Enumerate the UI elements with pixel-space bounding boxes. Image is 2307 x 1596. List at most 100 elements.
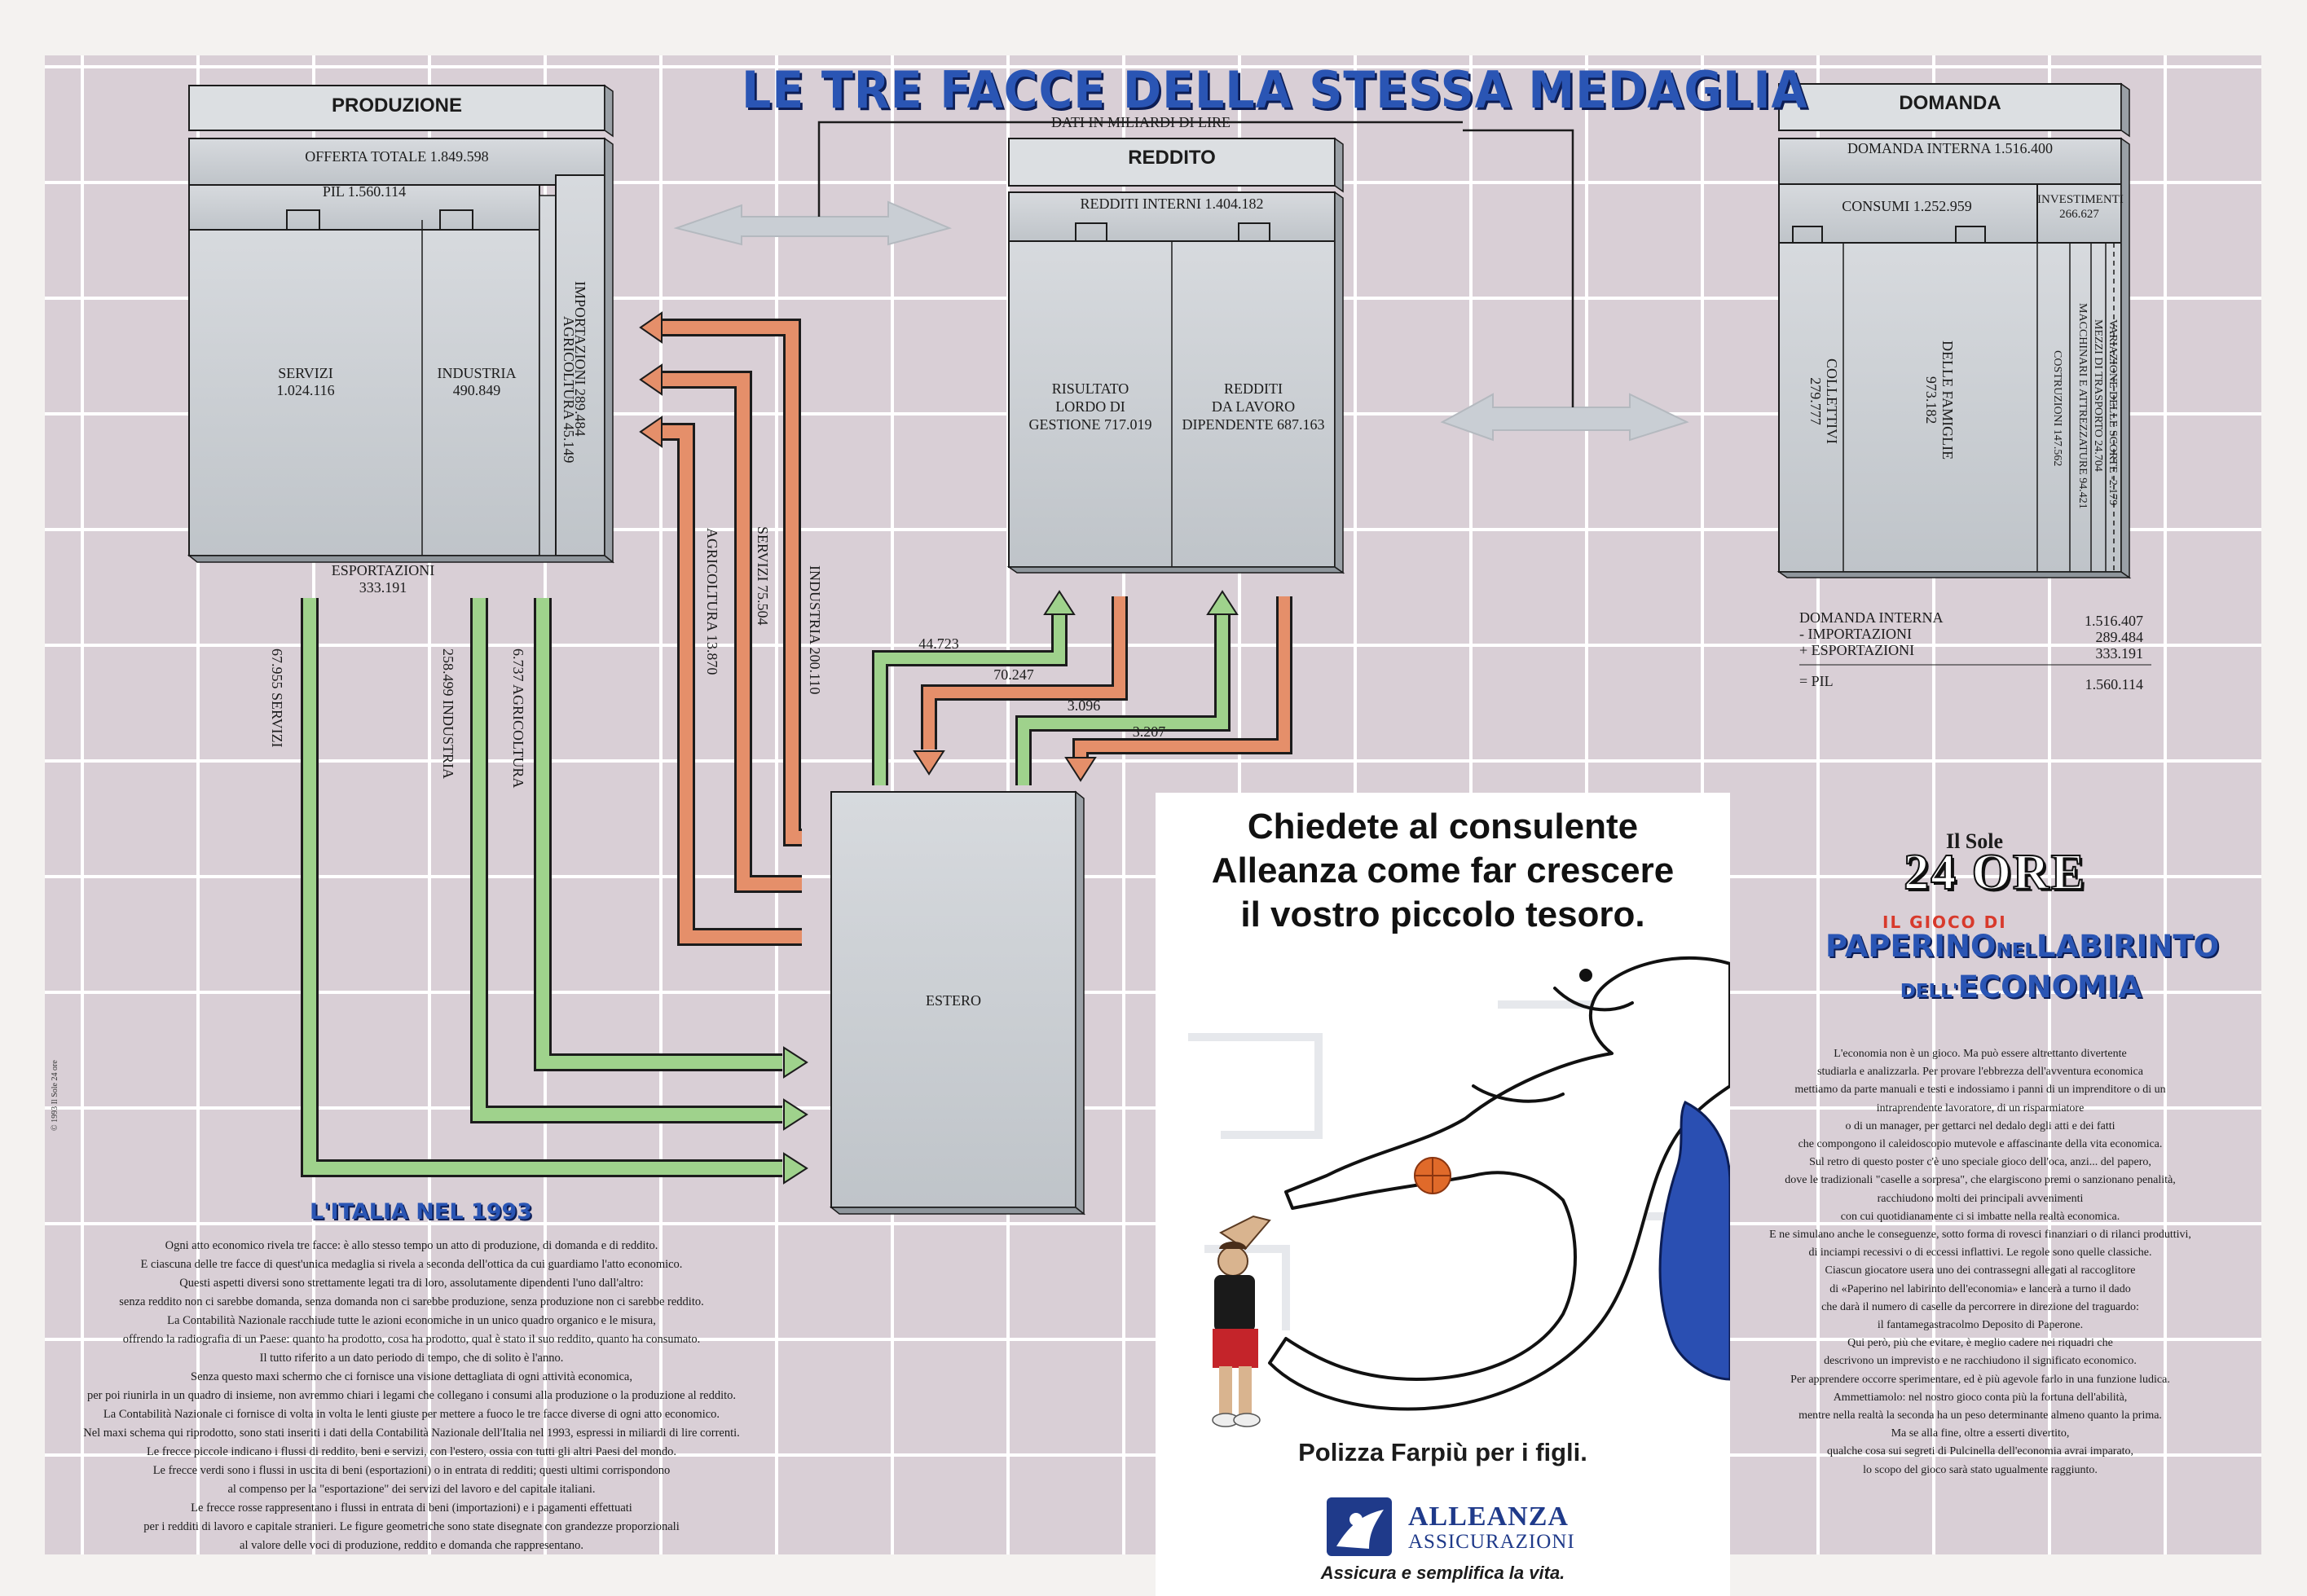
gioco-line: racchiudono molti dei principali avvenim… — [1877, 1192, 2084, 1205]
paperino-title: PAPERINONELLABIRINTO — [1825, 929, 2219, 964]
produzione-main — [188, 229, 540, 556]
domanda-block — [1776, 82, 2132, 579]
flow-3207-label: 3.207 — [1132, 723, 1166, 740]
dell-word: DELL' — [1900, 981, 1958, 1002]
industria-block: INDUSTRIA 490.849 — [407, 365, 546, 399]
blue-sleeve — [1658, 1100, 1730, 1381]
collettivi-label: COLLETTIVI — [1824, 358, 1840, 444]
consumi-label: CONSUMI 1.252.959 — [1842, 198, 1972, 214]
servizi-label: SERVIZI — [278, 365, 333, 381]
produzione-title-bar-side — [604, 84, 614, 138]
gioco-line: che darà il numero di caselle da percorr… — [1821, 1300, 2139, 1313]
basketball-icon — [1414, 1157, 1451, 1194]
produzione-bottom — [187, 555, 615, 563]
domanda-interna-label: DOMANDA INTERNA 1.516.400 — [1847, 140, 2053, 156]
gioco-line: Ciascun giocatore usera uno dei contrass… — [1825, 1264, 2136, 1277]
esportazioni-block: ESPORTAZIONI 333.191 — [293, 562, 473, 596]
domanda-title-bar — [1778, 83, 2122, 131]
produzione-title: PRODUZIONE — [331, 95, 462, 117]
reddito-title: REDDITO — [1128, 147, 1216, 169]
macchinari-label: MACCHINARI E ATTREZZATURE 94.421 — [2076, 303, 2089, 509]
estero-block — [829, 790, 1086, 1216]
redditi-lavoro-block: REDDITI DA LAVORO DIPENDENTE 687.163 — [1172, 380, 1335, 433]
summary-label-4: = PIL — [1799, 673, 1834, 689]
famiglie-label: DELLE FAMIGLIE — [1939, 341, 1956, 460]
gioco-line: di inciampi recessivi o di eccessi infla… — [1808, 1246, 2152, 1260]
ad-headline-line-2: Alleanza come far crescere — [1211, 851, 1675, 890]
gioco-line: Ma se alla fine, oltre a esserti diverti… — [1891, 1427, 2070, 1440]
esportazioni-value: 333.191 — [359, 579, 407, 596]
investimenti-label: INVESTIMENTI — [2037, 193, 2124, 206]
gioco-line: Ammettiamolo: nel nostro gioco conta più… — [1833, 1391, 2128, 1404]
importazioni-column — [555, 174, 605, 556]
collettivi-block: COLLETTIVI 279.777 — [1807, 358, 1840, 444]
italia-line: Questi aspetti diversi sono strettamente… — [179, 1277, 644, 1290]
import-industria-label: INDUSTRIA 200.110 — [807, 565, 823, 695]
gioco-di-label: IL GIOCO DI — [1882, 912, 2007, 932]
risultato-line-3: GESTIONE 717.019 — [1028, 416, 1152, 433]
risultato-line-1: RISULTATO — [1051, 380, 1129, 397]
ad-illustration — [1188, 956, 1730, 1556]
nel-word: NEL — [1996, 940, 2036, 961]
gioco-line: con cui quotidianamente ci si imbatte ne… — [1840, 1210, 2120, 1223]
economia-title: DELL'ECONOMIA — [1899, 969, 2143, 1005]
servizi-block: SERVIZI 1.024.116 — [236, 365, 375, 399]
gioco-line: Sul retro di questo poster c'è uno speci… — [1809, 1156, 2151, 1169]
grey-connector-arrows — [673, 200, 1689, 442]
connector-lines — [817, 121, 1574, 407]
importazioni-label: IMPORTAZIONI 289.484 — [572, 281, 588, 437]
main-title: LE TRE FACCE DELLA STESSA MEDAGLIA — [742, 60, 1808, 120]
gioco-line: studiarla e analizzarla. Per provare l'e… — [1817, 1066, 2143, 1079]
gioco-line: descrivono un imprevisto e ne racchiudon… — [1824, 1355, 2137, 1368]
paperino-word: PAPERINO — [1825, 929, 1997, 964]
import-arrows — [639, 311, 802, 946]
italia-line: La Contabilità Nazionale ci fornisce di … — [103, 1408, 720, 1421]
ad-policy-name: Polizza Farpiù per i figli. — [1298, 1438, 1587, 1466]
summary-values: 1.516.407 289.484 333.191 1.560.114 — [2054, 613, 2143, 692]
income-arrow-3207 — [1072, 596, 1292, 758]
summary-label-2: - IMPORTAZIONI — [1799, 626, 1912, 642]
produzione-pil-bar — [188, 184, 540, 231]
gioco-line: qualche cosa sui segreti di Pulcinella d… — [1826, 1445, 2134, 1458]
child-player — [1212, 1215, 1271, 1427]
italia-line: Senza questo maxi schermo che ci fornisc… — [191, 1370, 632, 1383]
summary-value-1: 1.516.407 — [2085, 613, 2143, 629]
investimenti-value: 266.627 — [2059, 208, 2099, 221]
connector-line-right — [1463, 129, 1574, 407]
summary-value-2: 289.484 — [2095, 629, 2144, 645]
lavoro-line-1: REDDITI — [1224, 380, 1283, 397]
left-double-arrow — [673, 200, 953, 246]
famiglie-value: 973.182 — [1923, 376, 1939, 424]
produzione-offerta-bar — [188, 138, 605, 186]
italia-line: al valore delle voci di produzione, redd… — [240, 1539, 583, 1552]
estero-main — [830, 791, 1076, 1208]
pil-label: PIL 1.560.114 — [322, 183, 407, 200]
investimenti-block: INVESTIMENTI 266.627 — [2037, 192, 2124, 222]
reddito-interni-bar — [1008, 191, 1336, 242]
italia-line: Le frecce piccole indicano i flussi di r… — [146, 1445, 677, 1458]
export-arrows — [301, 598, 808, 1185]
italia-title: L'ITALIA NEL 1993 — [310, 1199, 533, 1224]
import-arrow-agricoltura — [657, 423, 802, 946]
ad-headline: Chiedete al consulente Alleanza come far… — [1172, 805, 1714, 937]
collettivi-value: 279.777 — [1807, 377, 1824, 425]
gioco-line: mentre nella realtà la seconda ha un pes… — [1798, 1409, 2162, 1422]
ad-headline-line-1: Chiedete al consulente — [1247, 807, 1639, 846]
income-arrows — [872, 590, 1292, 785]
italia-line: per i redditi di lavoro e capitale stran… — [143, 1520, 680, 1533]
summary-labels: DOMANDA INTERNA - IMPORTAZIONI + ESPORTA… — [1799, 609, 1944, 689]
summary-value-4: 1.560.114 — [2085, 676, 2143, 692]
summary-label-1: DOMANDA INTERNA — [1799, 609, 1944, 626]
gioco-line: il fantamegastracolmo Deposito di Papero… — [1877, 1319, 2084, 1332]
export-industria-label: 258.499 INDUSTRIA — [440, 649, 456, 779]
export-servizi-label: 67.955 SERVIZI — [269, 649, 285, 748]
industria-label: INDUSTRIA — [437, 365, 517, 381]
subtitle: DATI IN MILIARDI DI LIRE — [1051, 114, 1231, 130]
flow-44723-label: 44.723 — [918, 635, 959, 652]
alleanza-advertisement: Chiedete al consulente Alleanza come far… — [1156, 793, 1730, 1596]
italia-line: La Contabilità Nazionale racchiude tutte… — [167, 1314, 656, 1327]
gioco-line: L'economia non è un gioco. Ma può essere… — [1834, 1048, 2127, 1060]
import-agricoltura-label: AGRICOLTURA 13.870 — [704, 528, 720, 675]
ad-slogan: Assicura e semplifica la vita. — [1320, 1563, 1565, 1583]
